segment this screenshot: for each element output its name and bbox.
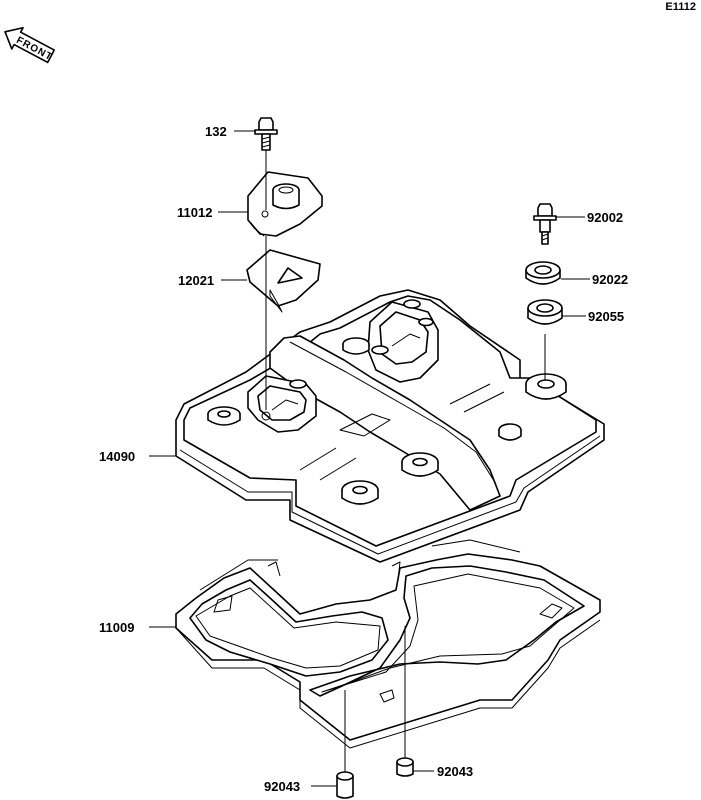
front-arrow-icon: FRONT bbox=[4, 26, 56, 63]
part-label-132: 132 bbox=[205, 124, 227, 139]
diagram-ref-code: E1112 bbox=[665, 1, 696, 13]
bolt-132-icon bbox=[254, 117, 278, 151]
cap-11012-icon bbox=[247, 171, 323, 237]
dowel-pin-92043-left-icon bbox=[336, 771, 354, 799]
part-label-11012: 11012 bbox=[177, 205, 212, 220]
part-label-92002: 92002 bbox=[587, 210, 623, 225]
cylinder-head-cover-14090-icon bbox=[175, 289, 605, 563]
part-label-92043-left: 92043 bbox=[264, 779, 300, 794]
leader-lines bbox=[149, 130, 590, 787]
bolt-92002-icon bbox=[533, 203, 557, 245]
part-label-92055: 92055 bbox=[588, 309, 624, 324]
head-cover-gasket-11009-icon bbox=[175, 539, 601, 749]
part-label-92043-right: 92043 bbox=[437, 764, 473, 779]
part-label-92022: 92022 bbox=[592, 272, 628, 287]
part-label-14090: 14090 bbox=[99, 449, 135, 464]
washer-92022-icon bbox=[525, 261, 561, 285]
gasket-12021-icon bbox=[246, 249, 321, 313]
part-label-12021: 12021 bbox=[178, 273, 214, 288]
dowel-pin-92043-right-icon bbox=[396, 757, 414, 777]
grommet-92055-icon bbox=[527, 299, 563, 325]
part-label-11009: 11009 bbox=[99, 620, 134, 635]
